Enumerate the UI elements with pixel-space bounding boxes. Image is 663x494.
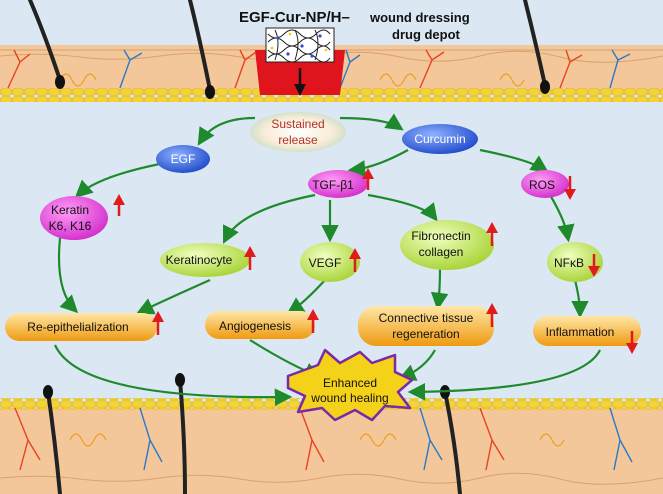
arrow-vegf-to-angio xyxy=(286,279,326,315)
arrow-keratin-to-reepi xyxy=(57,237,79,314)
keratin-label-2: K6, K16 xyxy=(49,219,92,233)
sustained-label-1: Sustained xyxy=(271,117,324,131)
node-curcumin: Curcumin xyxy=(402,124,478,154)
node-keratinocyte: Keratinocyte xyxy=(160,243,256,277)
inflammation-label: Inflammation xyxy=(546,325,615,339)
connective-label-2: regeneration xyxy=(392,327,459,341)
node-vegf: VEGF xyxy=(300,242,361,282)
egf-label: EGF xyxy=(171,152,196,166)
tgf-label: TGF-β1 xyxy=(312,178,354,192)
node-angiogenesis: Angiogenesis xyxy=(205,309,319,339)
reepi-label: Re-epithelialization xyxy=(27,320,128,334)
title-sub-wound-dressing: wound dressing xyxy=(369,10,470,25)
ros-label: ROS xyxy=(529,178,555,192)
up-arrow-icon xyxy=(362,168,374,190)
node-sustained-release: Sustained release xyxy=(250,112,346,152)
enhanced-label-1: Enhanced xyxy=(323,376,377,390)
arrow-to-egf xyxy=(197,116,256,146)
node-nfkb: NFκB xyxy=(547,242,603,282)
down-arrow-icon xyxy=(588,254,600,277)
arrow-ros-to-nfkb xyxy=(549,194,575,243)
node-egf: EGF xyxy=(156,145,210,173)
title-main: EGF-Cur-NP/H– xyxy=(239,9,350,26)
arrow-fibronectin-to-connective xyxy=(430,267,449,311)
up-arrow-icon xyxy=(486,303,498,327)
node-fibronectin-collagen: Fibronectin collagen xyxy=(400,220,498,270)
up-arrow-icon xyxy=(307,309,319,333)
arrow-tgf-to-fibronectin xyxy=(367,193,438,222)
arrow-keratinocyte-to-reepi xyxy=(136,278,211,315)
node-ros: ROS xyxy=(521,170,576,200)
angio-label: Angiogenesis xyxy=(219,319,291,333)
up-arrow-icon xyxy=(244,246,256,270)
drug-depot xyxy=(255,27,345,96)
keratin-label-1: Keratin xyxy=(51,203,89,217)
arrow-to-curcumin xyxy=(339,113,404,131)
node-enhanced-wound-healing: Enhanced wound healing xyxy=(286,348,414,422)
sustained-label-2: release xyxy=(278,133,318,147)
title-sub-drug-depot: drug depot xyxy=(392,27,461,42)
arrow-tgf-to-keratinocyte xyxy=(223,193,316,244)
node-re-epithelialization: Re-epithelialization xyxy=(5,311,164,341)
arrow-egf-to-keratin xyxy=(74,160,171,198)
node-inflammation: Inflammation xyxy=(533,316,641,354)
connective-label-1: Connective tissue xyxy=(379,311,474,325)
up-arrow-icon xyxy=(152,311,164,335)
arrow-curcumin-to-ros xyxy=(479,148,549,173)
arrow-curcumin-to-tgf xyxy=(347,149,409,178)
up-arrow-icon xyxy=(349,248,361,272)
arrow-inflammation-to-healing xyxy=(407,349,601,401)
fibronectin-label-2: collagen xyxy=(419,245,464,259)
curcumin-label: Curcumin xyxy=(414,132,465,146)
arrow-nfkb-to-inflammation xyxy=(571,279,589,319)
node-connective-tissue-regeneration: Connective tissue regeneration xyxy=(358,303,498,346)
up-arrow-icon xyxy=(486,222,498,246)
arrow-reepi-to-healing xyxy=(53,344,293,406)
nfkb-label: NFκB xyxy=(554,256,584,270)
node-tgf-beta1: TGF-β1 xyxy=(308,168,374,198)
fibronectin-label-1: Fibronectin xyxy=(411,229,470,243)
up-arrow-icon xyxy=(113,194,125,216)
keratinocyte-label: Keratinocyte xyxy=(166,253,233,267)
arrow-connective-to-healing xyxy=(397,349,436,381)
vegf-label: VEGF xyxy=(309,256,342,270)
down-arrow-icon xyxy=(626,331,638,354)
enhanced-label-2: wound healing xyxy=(310,391,388,405)
down-arrow-icon xyxy=(564,176,576,200)
node-keratin: Keratin K6, K16 xyxy=(40,194,125,240)
